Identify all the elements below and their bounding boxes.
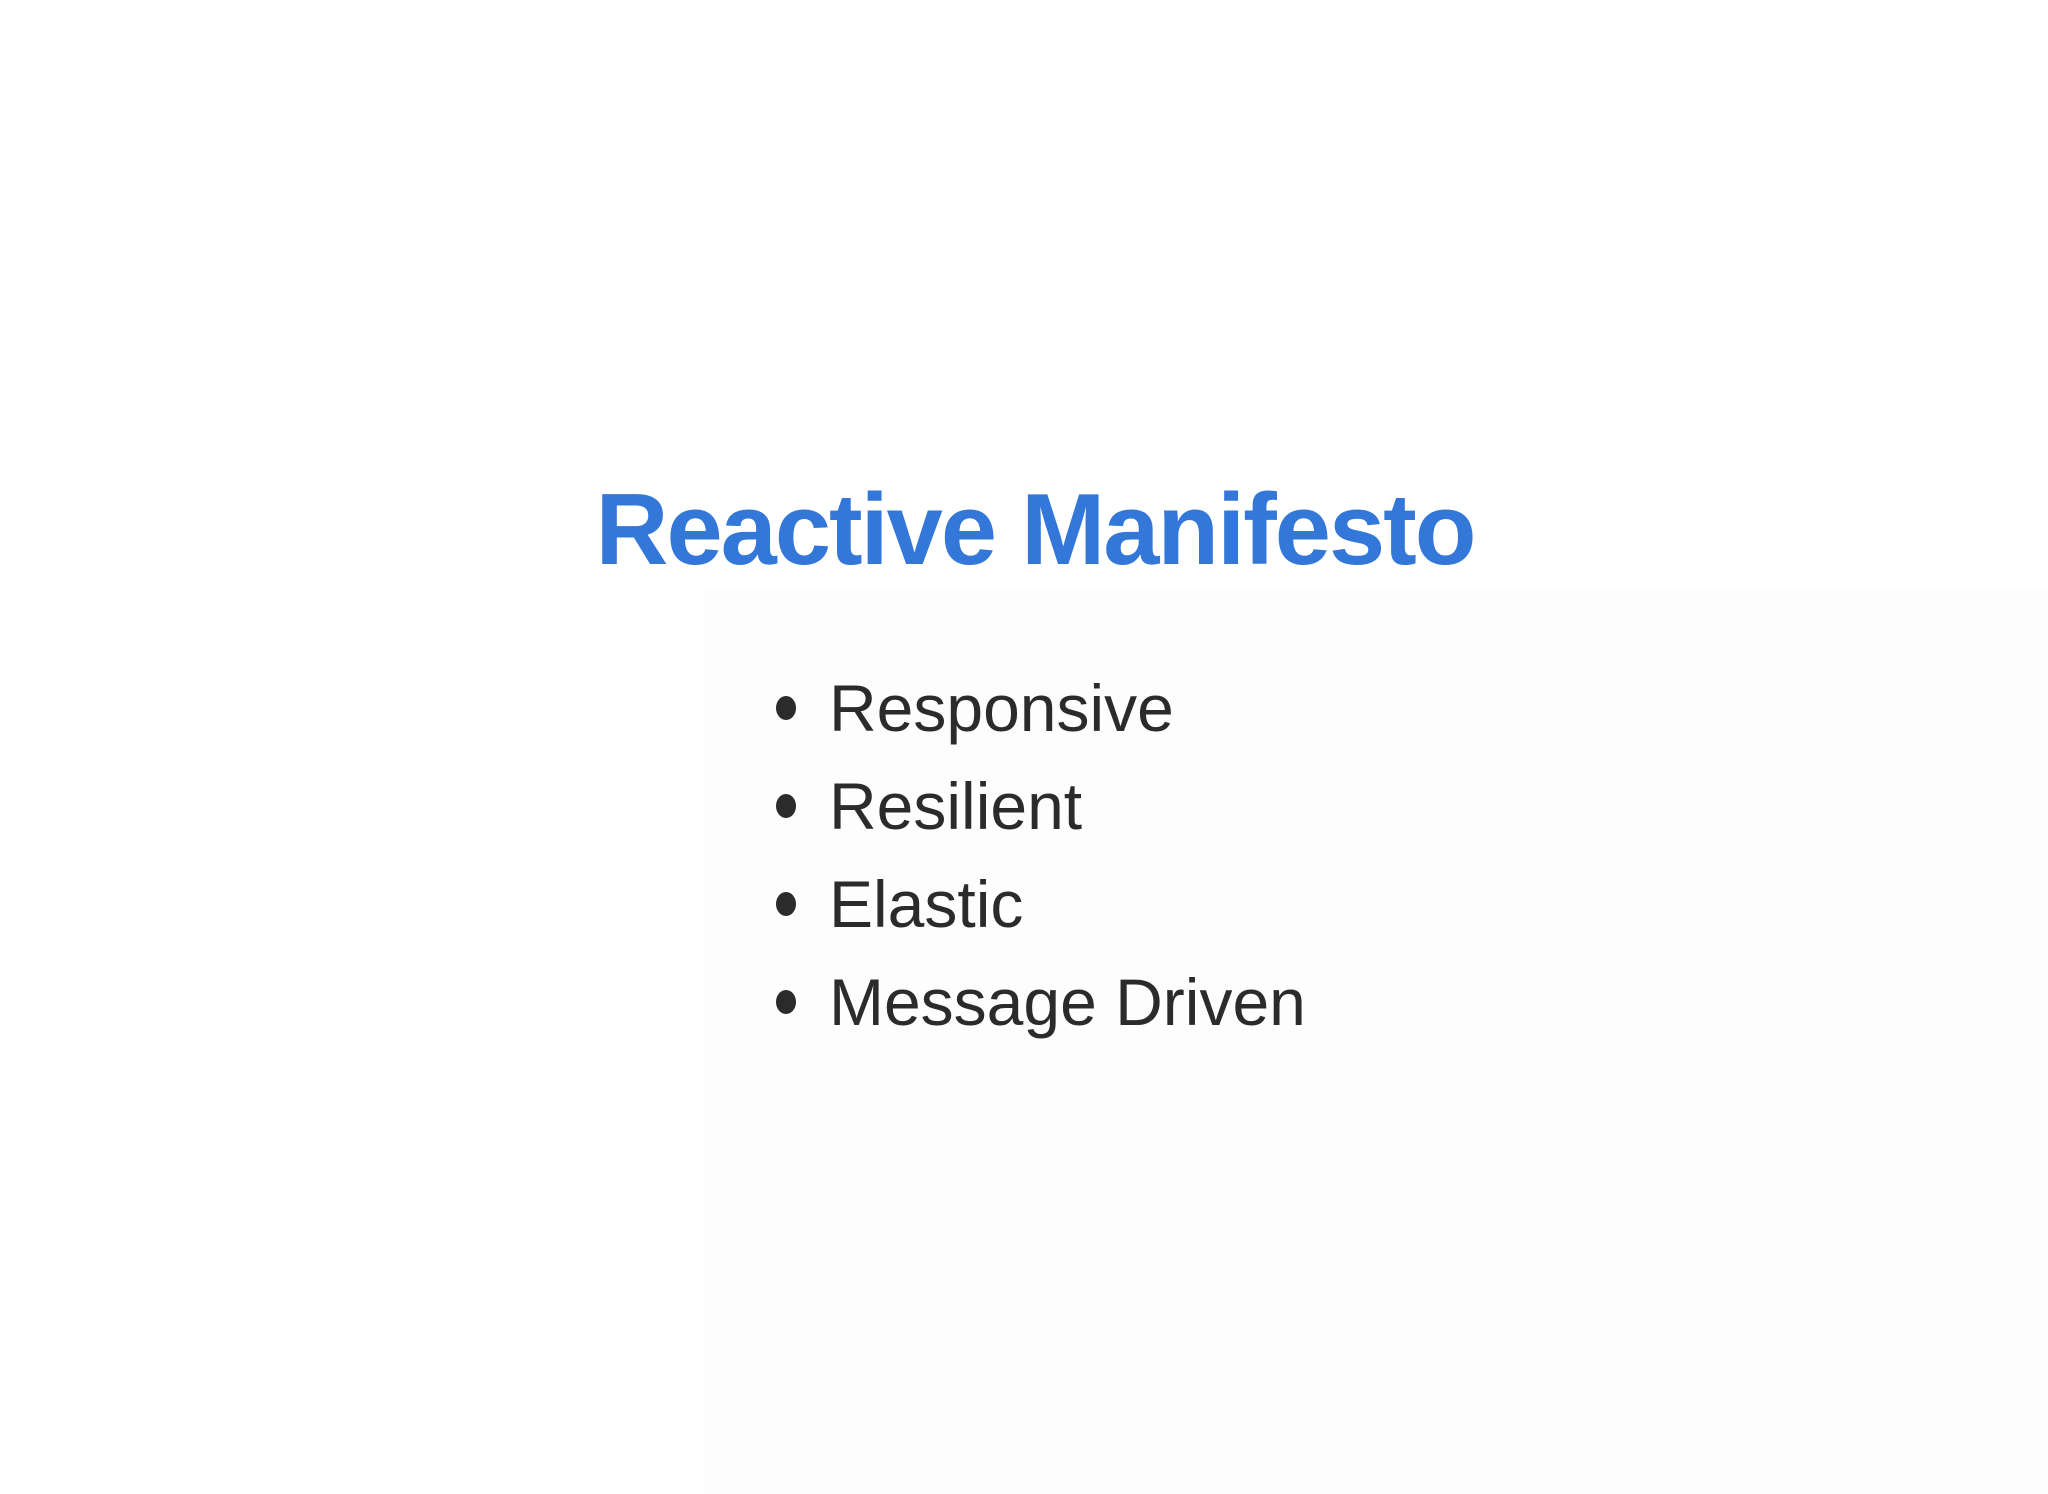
- list-item-label: Message Driven: [829, 965, 1306, 1039]
- bullet-icon: [776, 990, 796, 1014]
- list-item: Message Driven: [776, 953, 1306, 1051]
- bullet-icon: [776, 696, 796, 720]
- list-item-label: Responsive: [829, 671, 1174, 745]
- bullet-list: Responsive Resilient Elastic Message Dri…: [776, 659, 1306, 1051]
- list-item-label: Elastic: [829, 867, 1024, 941]
- list-item: Elastic: [776, 855, 1306, 953]
- slide-title: Reactive Manifesto: [595, 474, 1477, 586]
- bullet-icon: [776, 892, 796, 916]
- list-item: Responsive: [776, 659, 1306, 757]
- bullet-icon: [776, 794, 796, 818]
- list-item: Resilient: [776, 757, 1306, 855]
- list-item-label: Resilient: [829, 769, 1083, 843]
